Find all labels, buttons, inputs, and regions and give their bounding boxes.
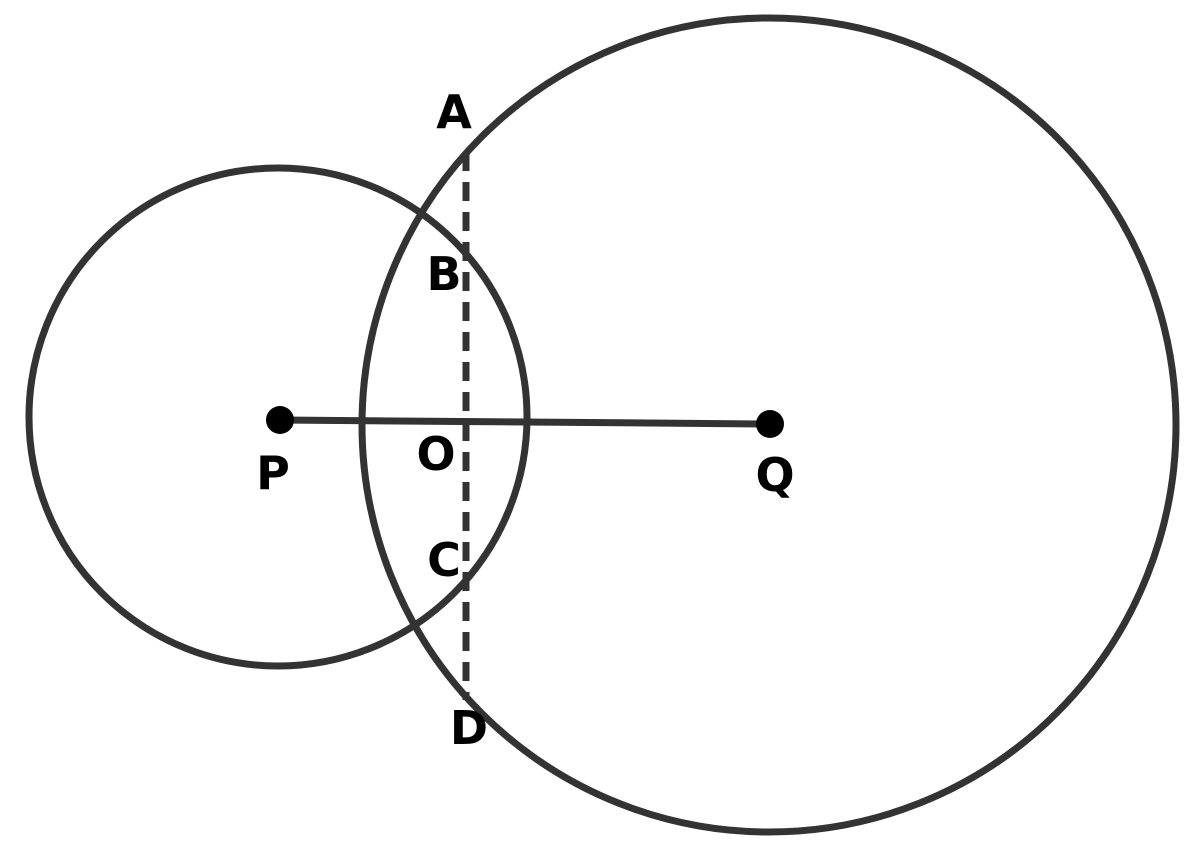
label-O: O: [416, 427, 455, 481]
label-A: A: [436, 85, 472, 139]
point-Q-dot: [756, 410, 784, 438]
circle-Q: [358, 14, 1180, 836]
label-C: C: [427, 533, 461, 587]
label-B: B: [426, 247, 461, 301]
label-D: D: [450, 701, 488, 755]
segment-PQ: [279, 416, 771, 428]
label-Q: Q: [755, 448, 794, 502]
point-P-dot: [266, 406, 294, 434]
label-P: P: [256, 446, 290, 500]
circle-P: [25, 164, 531, 670]
